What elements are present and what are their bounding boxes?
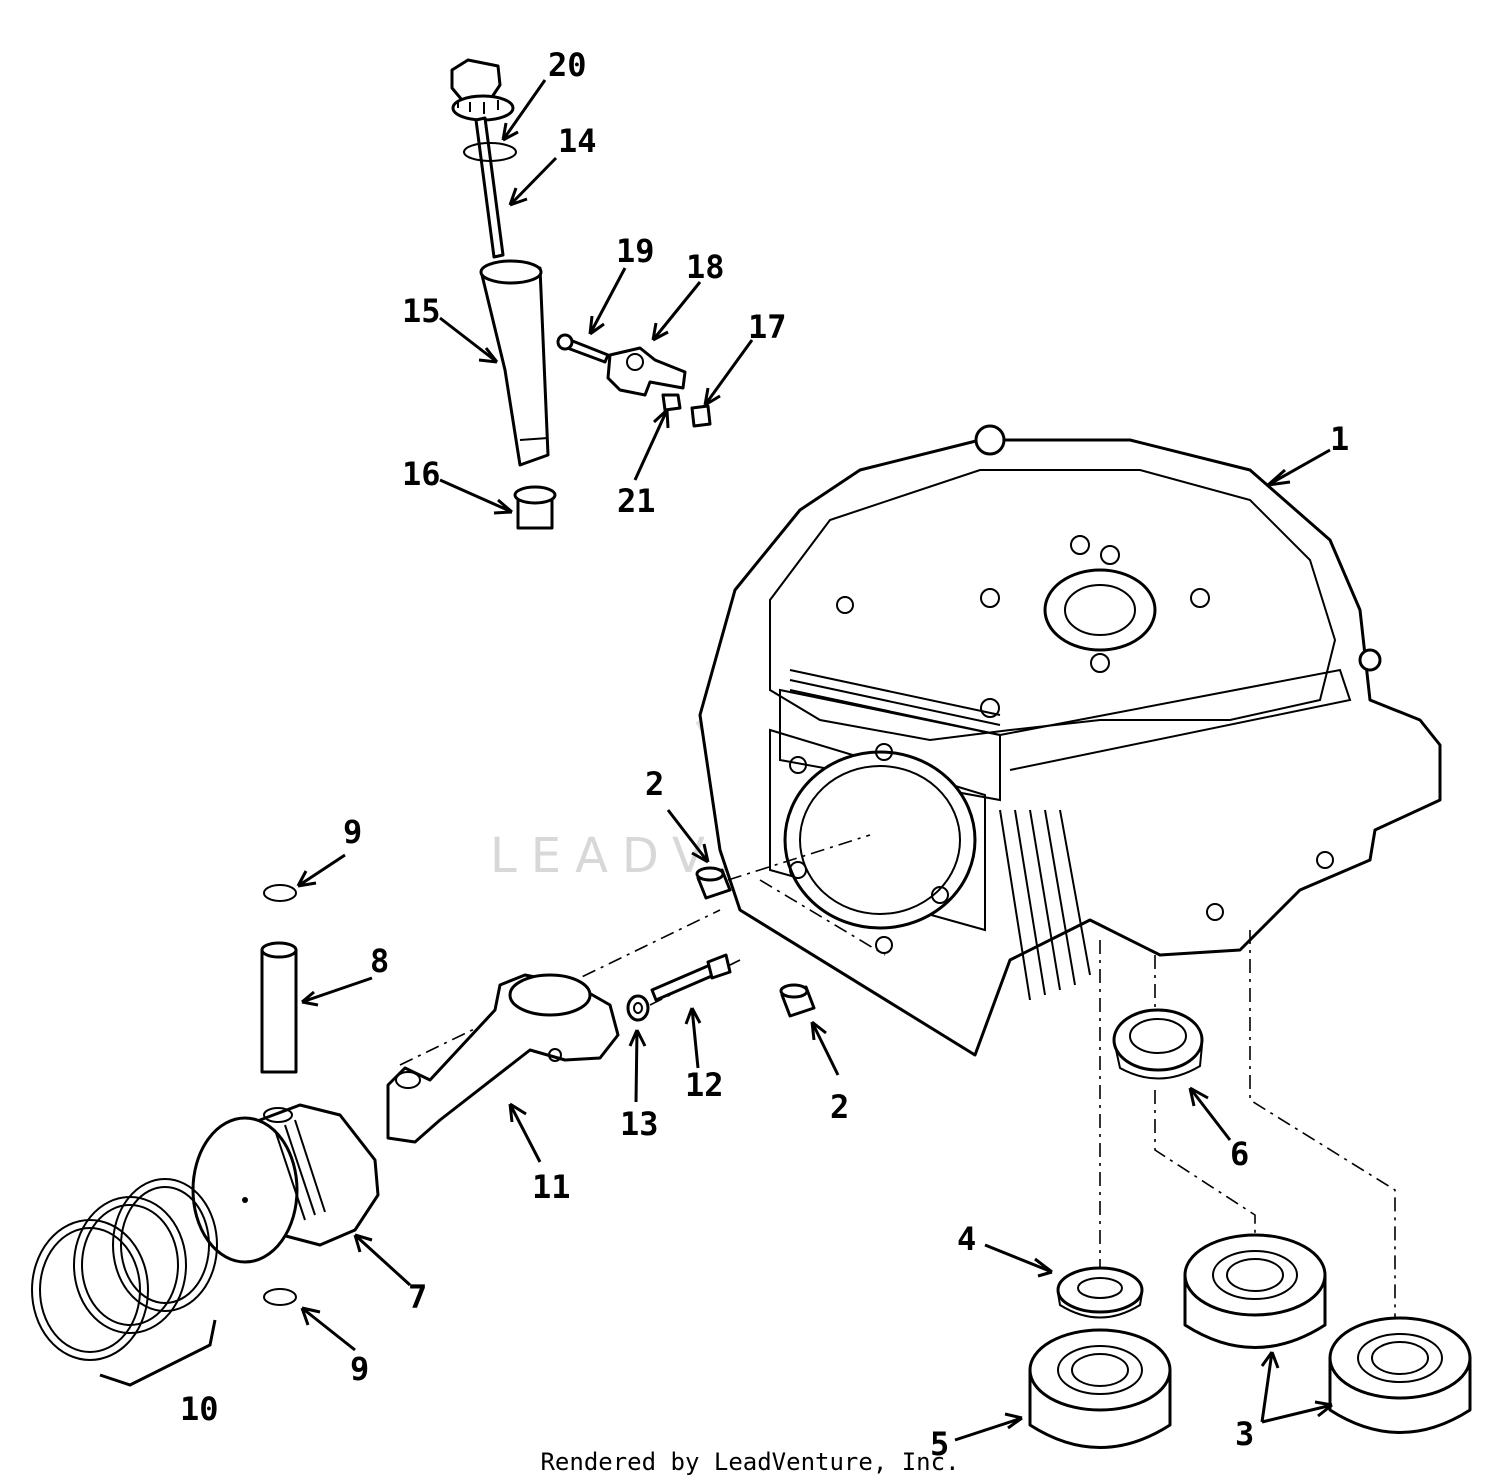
- callout-14: 14: [558, 122, 597, 160]
- bearing-5[interactable]: [1028, 1328, 1172, 1449]
- callout-3: 3: [1235, 1415, 1254, 1453]
- connecting-rod[interactable]: [386, 973, 620, 1144]
- render-credit: Rendered by LeadVenture, Inc.: [540, 1448, 960, 1476]
- tube-grommet[interactable]: [513, 485, 557, 530]
- tube-bracket[interactable]: [606, 346, 687, 397]
- bearing-6[interactable]: [1112, 1008, 1204, 1080]
- callout-19: 19: [616, 232, 655, 270]
- cooling-fins: [789, 669, 1091, 1001]
- bearing-3-upper[interactable]: [1183, 1233, 1327, 1349]
- callout-21: 21: [617, 482, 656, 520]
- bracket-screw[interactable]: [556, 333, 610, 364]
- rod-washer[interactable]: [626, 994, 650, 1022]
- rod-bolt[interactable]: [650, 953, 732, 1002]
- callout-20: 20: [548, 46, 587, 84]
- bracket-nut[interactable]: [661, 393, 682, 412]
- callout-9-upper: 9: [343, 813, 362, 851]
- wrist-pin[interactable]: [260, 941, 298, 1074]
- callout-7: 7: [408, 1278, 427, 1316]
- dipstick-o-ring[interactable]: [463, 142, 517, 162]
- callout-13: 13: [620, 1105, 659, 1143]
- dowel-pin-upper[interactable]: [695, 866, 732, 900]
- callout-labels: 1 2 2 3 4 5 6 7 8 9 9 10 11 12 13 14 15 …: [180, 46, 1349, 1463]
- callout-8: 8: [370, 942, 389, 980]
- head-bolt-holes: [789, 743, 949, 954]
- crankcase-block[interactable]: [698, 424, 1442, 1057]
- callout-16: 16: [402, 455, 441, 493]
- clip-nut[interactable]: [690, 404, 712, 428]
- mount-bosses: [836, 535, 1334, 921]
- callout-12: 12: [685, 1066, 724, 1104]
- callout-9-lower: 9: [350, 1350, 369, 1388]
- bearing-3-lower[interactable]: [1328, 1316, 1472, 1434]
- callout-2-lower: 2: [830, 1088, 849, 1126]
- leader-lines: [296, 79, 1333, 1442]
- piston-rings[interactable]: [31, 1178, 218, 1387]
- callout-1: 1: [1330, 420, 1349, 458]
- dipstick-cap[interactable]: [450, 58, 515, 122]
- pin-retainer-upper[interactable]: [263, 884, 297, 902]
- callout-5: 5: [930, 1425, 949, 1463]
- pin-retainer-lower[interactable]: [263, 1288, 297, 1306]
- piston[interactable]: [191, 1103, 380, 1264]
- dipstick-rod[interactable]: [474, 116, 505, 259]
- oil-seal[interactable]: [1056, 1266, 1144, 1319]
- callout-18: 18: [686, 248, 725, 286]
- callout-17: 17: [748, 308, 787, 346]
- callout-10: 10: [180, 1390, 219, 1428]
- callout-6: 6: [1230, 1135, 1249, 1173]
- callout-4: 4: [957, 1220, 976, 1258]
- callout-11: 11: [532, 1168, 571, 1206]
- dowel-pin-lower[interactable]: [779, 983, 816, 1018]
- dipstick-tube[interactable]: [479, 259, 550, 467]
- callout-15: 15: [402, 292, 441, 330]
- callout-2-upper: 2: [645, 765, 664, 803]
